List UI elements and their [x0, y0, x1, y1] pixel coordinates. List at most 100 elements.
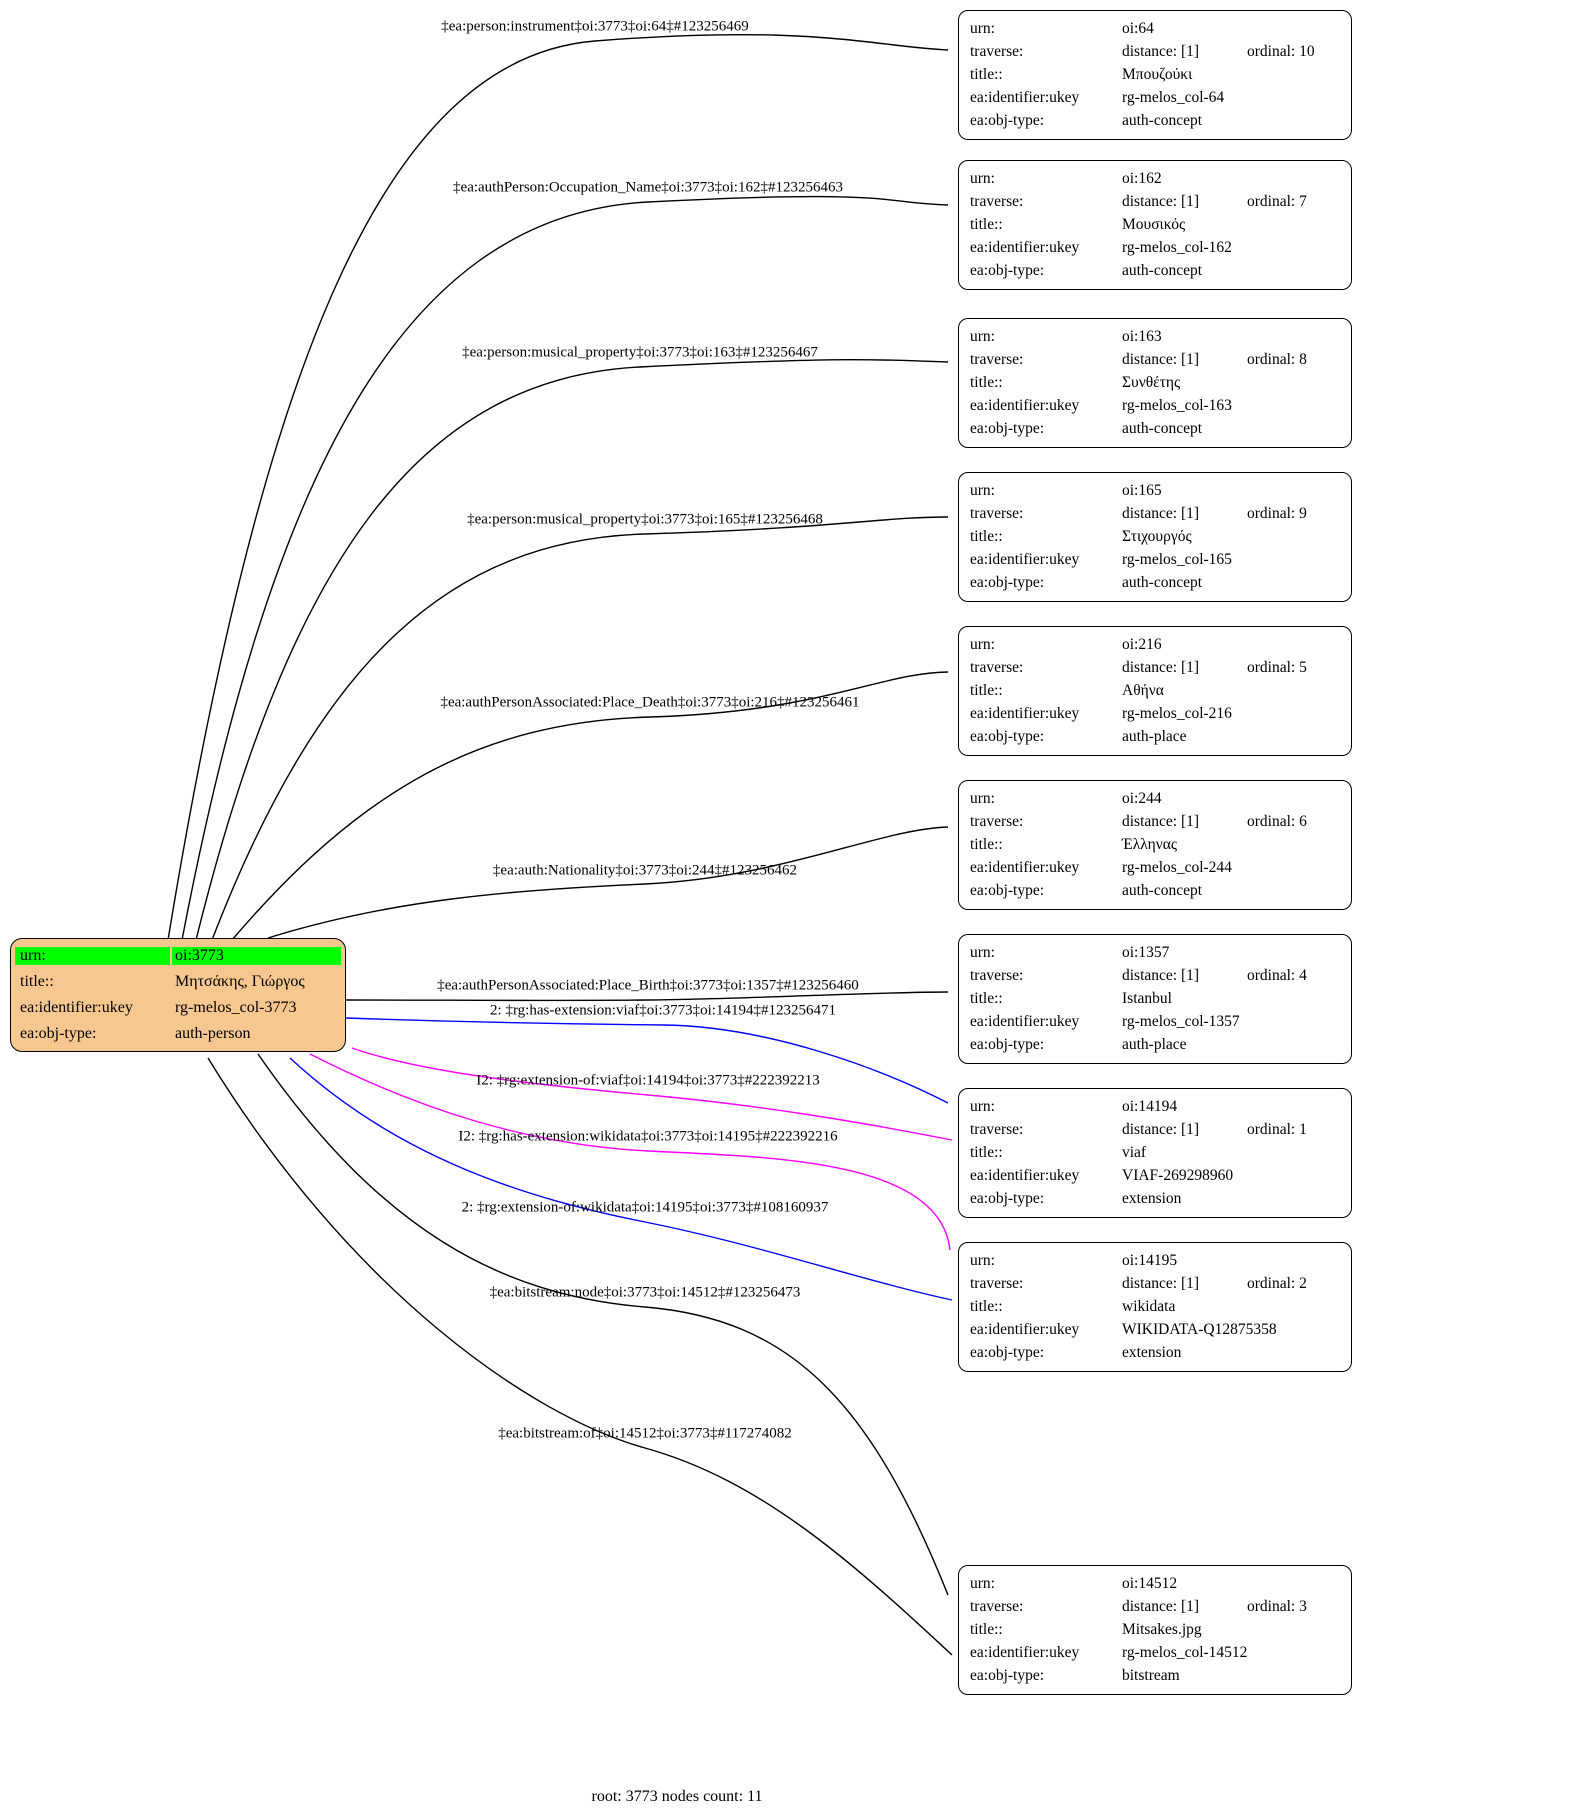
row-label-identifier: ea:identifier:ukey: [970, 858, 1080, 876]
edge-label-extension-of-wikidata: 2: ‡rg:extension-of:wikidata‡oi:14195‡oi…: [461, 1199, 829, 1216]
node-oi-216: urn:oi:216 traverse:distance: [1]ordinal…: [958, 626, 1352, 756]
edge-label-place-birth: ‡ea:authPersonAssociated:Place_Birth‡oi:…: [437, 977, 859, 994]
node-distance: distance: [1]: [1122, 504, 1200, 522]
edge-person-musical-property-165: [211, 516, 949, 941]
node-row-traverse: traverse:distance: [1]ordinal: 9: [970, 502, 1351, 525]
edge-bitstream-of: [207, 1057, 953, 1656]
row-label-traverse: traverse:: [970, 966, 1024, 984]
row-label-urn: urn:: [970, 1251, 995, 1269]
node-objtype-value: extension: [1122, 1343, 1182, 1361]
node-row-urn: urn:oi:165: [970, 479, 1351, 502]
node-urn-value: oi:14195: [1122, 1251, 1178, 1269]
node-distance: distance: [1]: [1122, 42, 1200, 60]
node-identifier-value: VIAF-269298960: [1122, 1166, 1234, 1184]
node-distance: distance: [1]: [1122, 350, 1200, 368]
row-label-title: title::: [970, 681, 1003, 699]
row-label-objtype: ea:obj-type:: [20, 1025, 97, 1042]
row-label-urn: urn:: [970, 635, 995, 653]
root-title-value: Μητσάκης, Γιώργος: [175, 973, 305, 990]
row-label-urn: urn:: [970, 169, 995, 187]
edge-label-extension-of-viaf: I2: ‡rg:extension-of:viaf‡oi:14194‡oi:37…: [476, 1072, 820, 1089]
node-distance: distance: [1]: [1122, 812, 1200, 830]
node-objtype-value: auth-place: [1122, 1035, 1187, 1053]
node-row-objtype: ea:obj-type: extension: [970, 1341, 1351, 1364]
node-row-urn: urn:oi:244: [970, 787, 1351, 810]
node-distance: distance: [1]: [1122, 1597, 1200, 1615]
node-urn-value: oi:14512: [1122, 1574, 1178, 1592]
node-oi-1357: urn:oi:1357 traverse:distance: [1]ordina…: [958, 934, 1352, 1064]
row-label-objtype: ea:obj-type:: [970, 419, 1045, 437]
node-title-value: Έλληνας: [1122, 835, 1178, 853]
root-row-urn: urn: oi:3773: [15, 943, 341, 969]
node-identifier-value: WIKIDATA-Q12875358: [1122, 1320, 1277, 1338]
node-row-title: title::Στιχουργός: [970, 525, 1351, 548]
node-ordinal: ordinal: 2: [1247, 1274, 1307, 1292]
node-ordinal: ordinal: 1: [1247, 1120, 1307, 1138]
node-distance: distance: [1]: [1122, 1120, 1200, 1138]
node-objtype-value: bitstream: [1122, 1666, 1180, 1684]
node-identifier-value: rg-melos_col-163: [1122, 396, 1232, 414]
row-label-traverse: traverse:: [970, 812, 1024, 830]
node-row-title: title::Έλληνας: [970, 833, 1351, 856]
node-identifier-value: rg-melos_col-165: [1122, 550, 1232, 568]
edge-nationality: [267, 826, 949, 939]
node-row-objtype: ea:obj-type:auth-concept: [970, 109, 1351, 132]
node-row-urn: urn:oi:14512: [970, 1572, 1351, 1595]
node-urn-value: oi:244: [1122, 789, 1162, 807]
node-ordinal: ordinal: 7: [1247, 192, 1307, 210]
root-row-objtype: ea:obj-type: auth-person: [15, 1021, 341, 1047]
edge-label-has-extension-wikidata: I2: ‡rg:has-extension:wikidata‡oi:3773‡o…: [458, 1128, 838, 1145]
row-label-title: title::: [970, 65, 1003, 83]
node-row-traverse: traverse: distance: [1] ordinal: 1: [970, 1118, 1351, 1141]
root-urn-value: oi:3773: [172, 947, 341, 965]
node-row-objtype: ea:obj-type:auth-concept: [970, 879, 1351, 902]
row-label-objtype: ea:obj-type:: [970, 261, 1045, 279]
node-row-urn: urn: oi:14195: [970, 1249, 1351, 1272]
row-label-objtype: ea:obj-type:: [970, 1343, 1045, 1361]
row-label-objtype: ea:obj-type:: [970, 1666, 1045, 1684]
row-label-urn: urn:: [970, 327, 995, 345]
node-ordinal: ordinal: 9: [1247, 504, 1307, 522]
node-identifier-value: rg-melos_col-64: [1122, 88, 1225, 106]
node-urn-value: oi:64: [1122, 19, 1154, 37]
node-distance: distance: [1]: [1122, 966, 1200, 984]
row-label-traverse: traverse:: [970, 1274, 1024, 1292]
node-oi-163: urn:oi:163 traverse:distance: [1]ordinal…: [958, 318, 1352, 448]
node-ordinal: ordinal: 5: [1247, 658, 1307, 676]
edge-extension-of-wikidata: [289, 1057, 953, 1301]
node-row-title: title::Αθήνα: [970, 679, 1351, 702]
row-label-identifier: ea:identifier:ukey: [970, 1012, 1080, 1030]
row-label-title: title::: [970, 527, 1003, 545]
node-identifier-value: rg-melos_col-216: [1122, 704, 1232, 722]
edge-place-birth: [345, 991, 949, 1002]
node-row-objtype: ea:obj-type:auth-place: [970, 1033, 1351, 1056]
node-row-title: title::Mitsakes.jpg: [970, 1618, 1351, 1641]
node-row-objtype: ea:obj-type:auth-concept: [970, 259, 1351, 282]
node-row-objtype: ea:obj-type:auth-concept: [970, 571, 1351, 594]
node-urn-value: oi:14194: [1122, 1097, 1178, 1115]
node-row-traverse: traverse:distance: [1]ordinal: 8: [970, 348, 1351, 371]
root-identifier-value: rg-melos_col-3773: [175, 999, 297, 1016]
node-oi-162: urn:oi:162 traverse:distance: [1]ordinal…: [958, 160, 1352, 290]
row-label-urn: urn:: [15, 947, 170, 965]
root-row-title: title:: Μητσάκης, Γιώργος: [15, 969, 341, 995]
row-label-urn: urn:: [970, 943, 995, 961]
node-urn-value: oi:162: [1122, 169, 1162, 187]
edge-label-bitstream-of: ‡ea:bitstream:of‡oi:14512‡oi:3773‡#11727…: [498, 1425, 792, 1442]
row-label-identifier: ea:identifier:ukey: [970, 1320, 1080, 1338]
node-title-value: Μπουζούκι: [1122, 65, 1193, 83]
node-oi-14512: urn:oi:14512 traverse:distance: [1]ordin…: [958, 1565, 1352, 1695]
row-label-urn: urn:: [970, 19, 995, 37]
row-label-traverse: traverse:: [970, 42, 1024, 60]
row-label-identifier: ea:identifier:ukey: [970, 1643, 1080, 1661]
node-objtype-value: auth-concept: [1122, 419, 1203, 437]
row-label-identifier: ea:identifier:ukey: [970, 396, 1080, 414]
node-objtype-value: auth-concept: [1122, 111, 1203, 129]
node-row-identifier: ea:identifier:ukey rg-melos_col-163: [970, 394, 1351, 417]
row-label-title: title::: [20, 973, 54, 990]
row-label-traverse: traverse:: [970, 1120, 1024, 1138]
node-objtype-value: auth-concept: [1122, 881, 1203, 899]
